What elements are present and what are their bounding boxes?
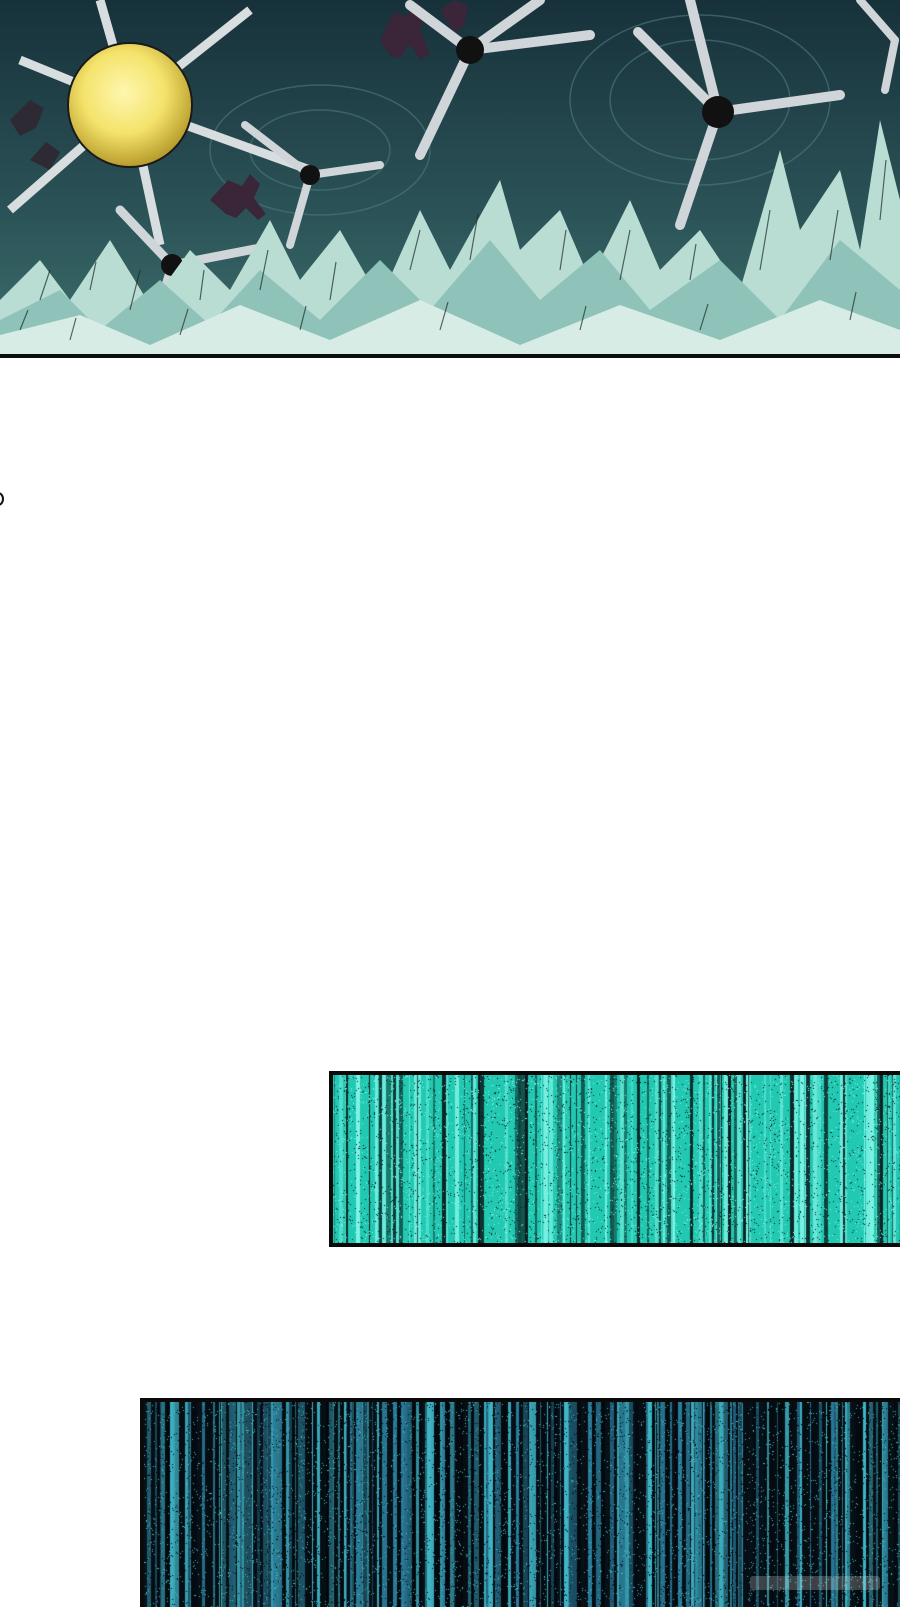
splash-wave-icon: [0, 120, 900, 354]
comic-panel-battle-scene: [0, 0, 900, 358]
comic-panel-blue-glitch: [140, 1398, 900, 1607]
battle-scene-illustration: [0, 0, 900, 354]
cyan-glitch-texture: [333, 1075, 900, 1243]
blue-glitch-texture: [144, 1402, 900, 1607]
running-figure-icon: [10, 0, 468, 220]
watermark-icon: [750, 1576, 880, 1590]
comic-panel-cyan-glitch: [329, 1071, 900, 1247]
edge-speech-mark: [0, 492, 4, 506]
